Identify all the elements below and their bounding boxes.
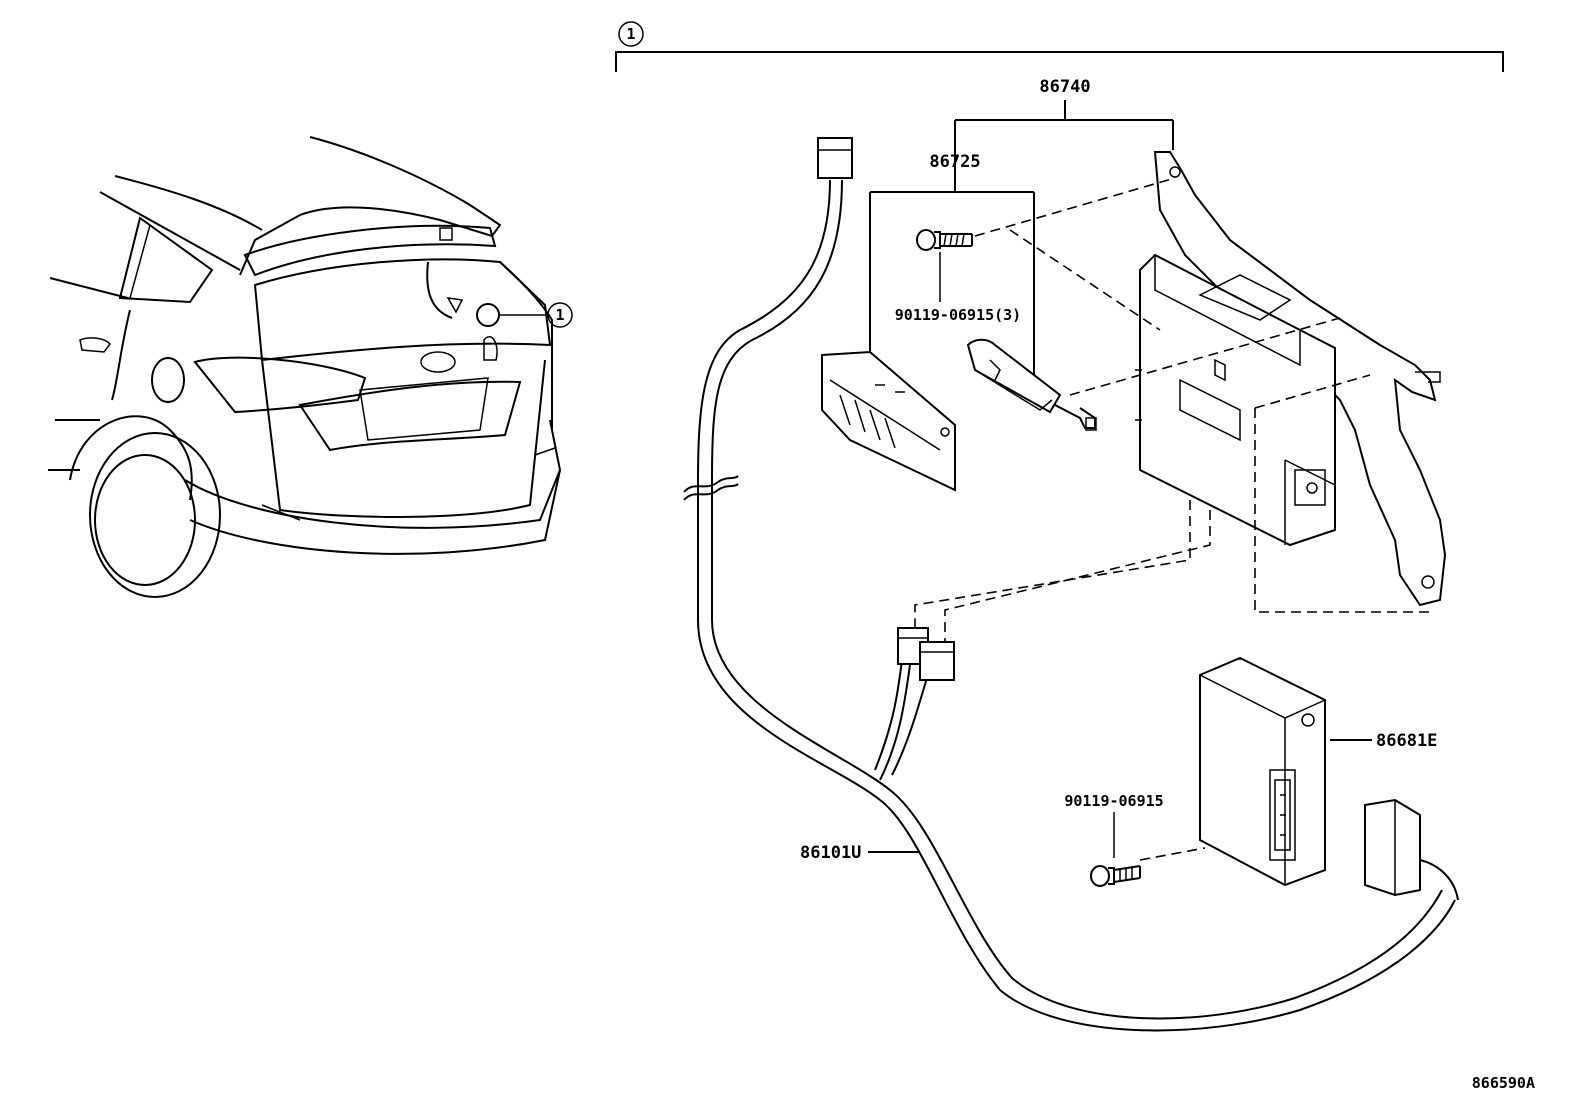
dashed-guides [914,177,1430,861]
control-module [1199,656,1326,887]
label-86740: 86740 [1039,77,1090,97]
ecu-module [1135,253,1336,547]
leader-86740 [954,100,1174,190]
label-86725: 86725 [929,152,980,172]
label-bolt-set: 90119-06915(3) [895,306,1021,324]
label-bolt: 90119-06915 [1064,792,1163,810]
leader-86725 [869,175,1035,395]
figure-id: 866590A [1472,1074,1535,1092]
sensor-unit [966,338,1097,431]
vehicle-illustration [48,136,562,598]
vehicle-callout-number: 1 [555,306,564,324]
wire-harness [683,137,1459,1032]
bolt-top [916,229,973,302]
vehicle-callout: 1 [547,302,573,328]
label-86101u: 86101U [800,843,861,863]
label-86681e: 86681E [1376,731,1437,751]
assembly-bracket: 1 [615,21,1504,72]
bolt-bottom [1090,812,1141,887]
receiver-plate [821,350,956,492]
assembly-callout-number: 1 [626,25,635,43]
